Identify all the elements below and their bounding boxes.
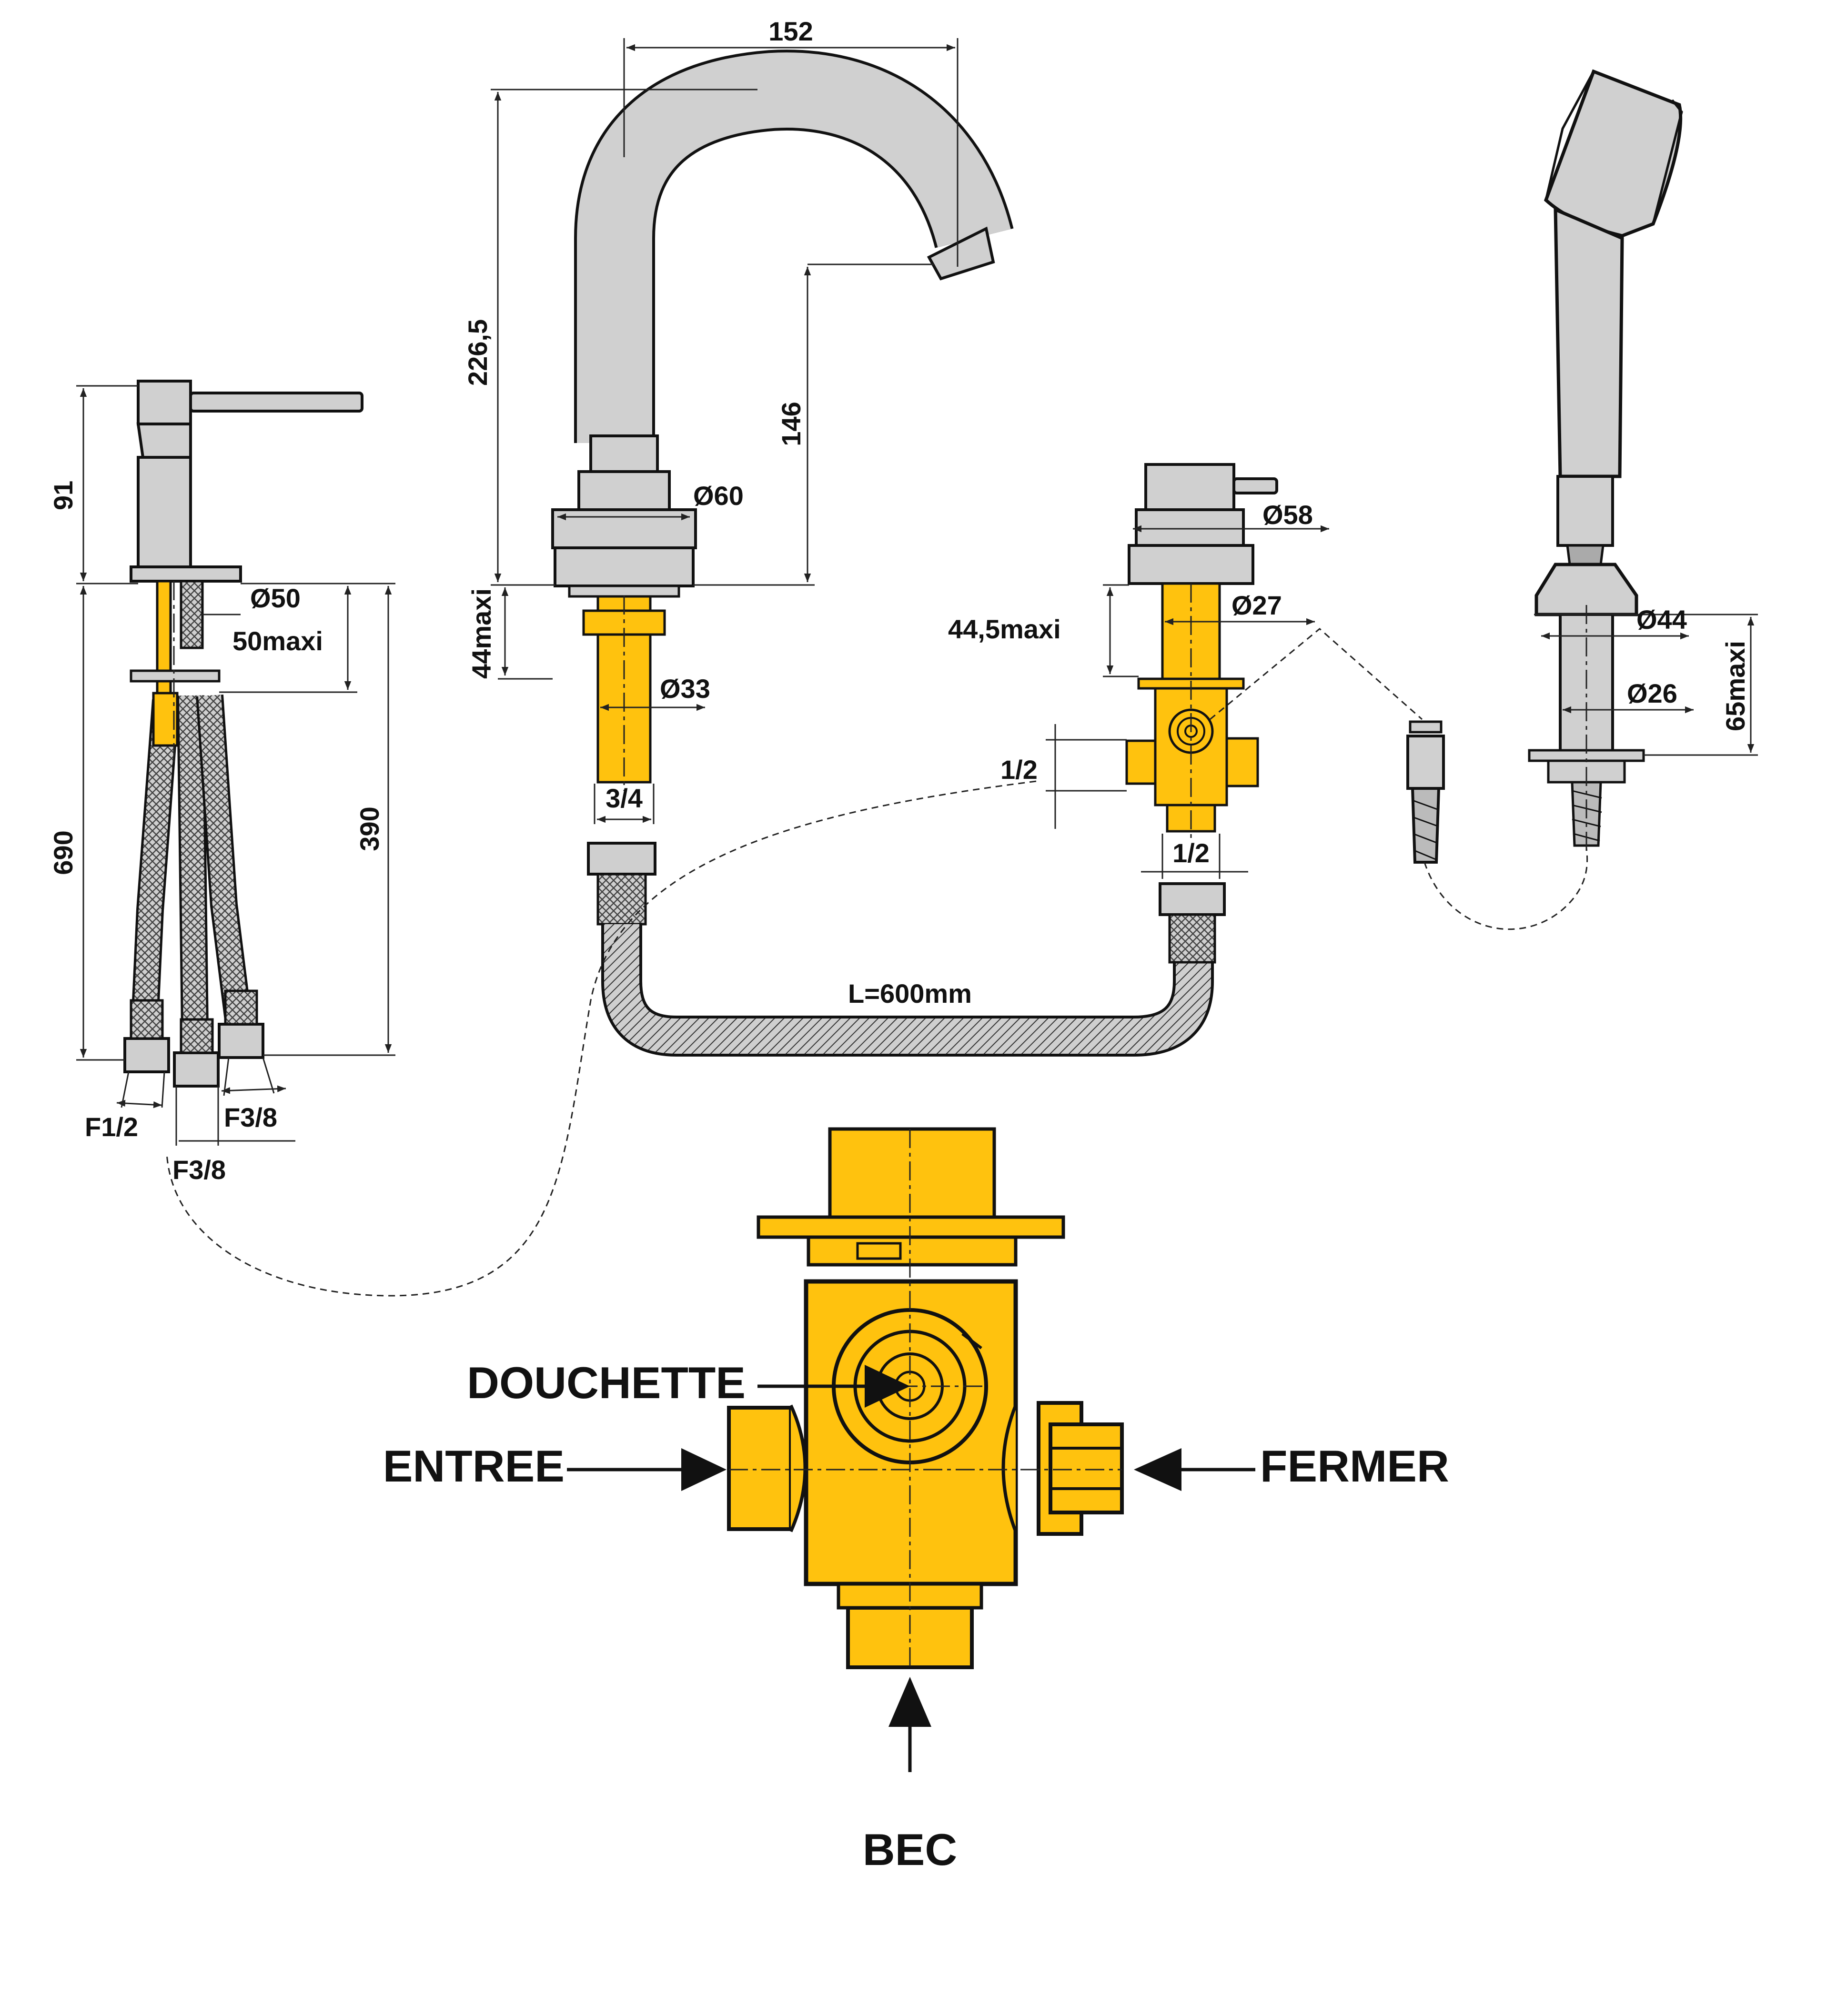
connection-lines	[166, 628, 1588, 1297]
diverter-detail	[727, 1127, 1124, 1669]
entree-label: ENTREE	[383, 1441, 565, 1491]
mixer-height-label: 91	[48, 481, 78, 510]
mixer-dimensions: 91 690 Ø50 50maxi 390 F1/2 F3/8 F3/8	[48, 385, 395, 1185]
spout-side-view	[551, 50, 1014, 926]
spout-height-label: 226,5	[463, 319, 493, 386]
spout-dimensions: 152 226,5 146 Ø60 44maxi Ø33 3/4	[463, 16, 959, 824]
diverter-dimensions: Ø58 44,5maxi Ø27 1/2 1/2	[948, 500, 1329, 879]
spout-reach-label: 152	[768, 16, 813, 46]
shower-shank-diameter-label: Ø26	[1627, 678, 1677, 708]
bec-label: BEC	[863, 1824, 957, 1875]
spout-deck-label: 44maxi	[466, 588, 496, 679]
fermer-label: FERMER	[1260, 1441, 1449, 1491]
diverter-outlet-thread-label: 1/2	[1172, 838, 1210, 868]
shower-deck-label: 65maxi	[1720, 641, 1750, 731]
detail-callouts: DOUCHETTE ENTREE FERMER BEC	[383, 1358, 1449, 1875]
diverter-inlet-thread-label: 1/2	[1000, 755, 1038, 785]
spout-outlet-height-label: 146	[776, 402, 806, 446]
mixer-hot-connection-label: F1/2	[85, 1112, 138, 1142]
spout-diameter-label: Ø60	[693, 481, 744, 511]
mixer-cold-connection-2-label: F3/8	[224, 1102, 277, 1132]
diverter-side-view	[1125, 463, 1278, 964]
hand-shower-side-view	[1528, 69, 1683, 853]
spout-diverter-hose: L=600mm	[601, 924, 1214, 1057]
shower-hose-fitting	[1406, 720, 1445, 864]
mixer-diameter-label: Ø50	[250, 583, 301, 613]
diverter-deck-label: 44,5maxi	[948, 614, 1061, 644]
spout-shank-label: Ø33	[660, 674, 710, 704]
spout-thread-label: 3/4	[606, 783, 643, 813]
diverter-diameter-label: Ø58	[1262, 500, 1313, 530]
mixer-side-view	[123, 380, 363, 1088]
hose-length-label: L=600mm	[848, 978, 972, 1008]
mixer-cold-connection-1-label: F3/8	[172, 1155, 226, 1185]
mixer-deck-label: 50maxi	[232, 626, 323, 656]
shower-holder-diameter-label: Ø44	[1636, 605, 1687, 635]
diverter-shank-label: Ø27	[1231, 590, 1282, 620]
douchette-label: DOUCHETTE	[467, 1358, 746, 1408]
mixer-tail-label: 390	[354, 806, 384, 851]
mixer-length-label: 690	[48, 830, 78, 875]
hand-shower-dimensions: Ø44 Ø26 65maxi	[1534, 605, 1758, 756]
